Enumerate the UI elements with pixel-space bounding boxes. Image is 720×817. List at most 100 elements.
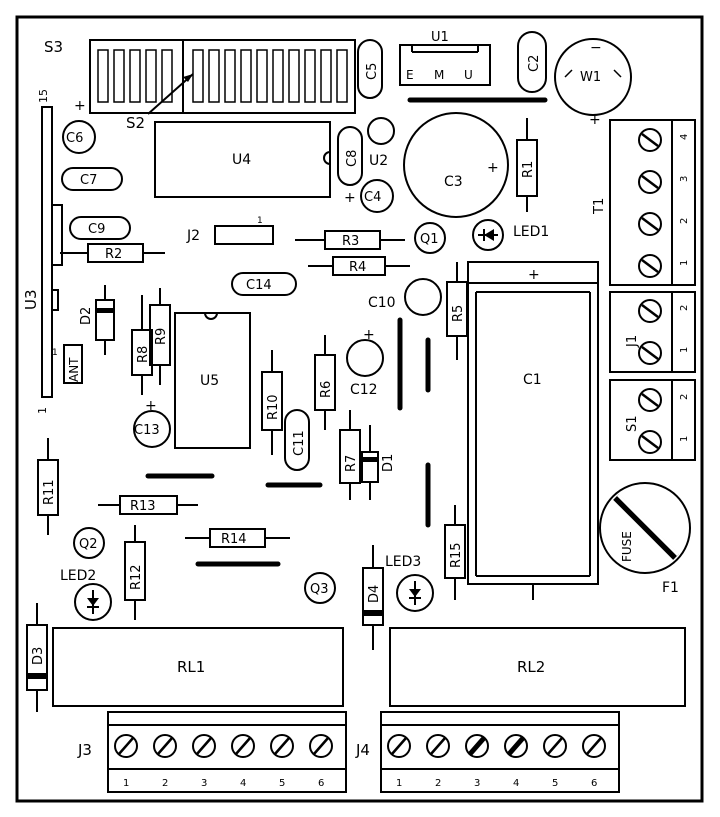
screw-terminal — [638, 170, 662, 194]
svg-text:D1: D1 — [381, 454, 396, 472]
svg-text:C5: C5 — [365, 63, 380, 80]
buzzer-w1: − W1 + — [554, 38, 632, 128]
svg-text:1: 1 — [257, 216, 263, 226]
dip-slot — [192, 49, 204, 103]
label-u1: U1 — [431, 30, 449, 45]
dip-slot — [288, 49, 300, 103]
capacitor-c8: C8 — [337, 126, 363, 186]
svg-text:C13: C13 — [134, 423, 160, 438]
dip-slot — [336, 49, 348, 103]
svg-text:J2: J2 — [186, 228, 200, 244]
svg-text:R5: R5 — [451, 305, 466, 322]
svg-text:R4: R4 — [349, 260, 366, 275]
svg-text:C6: C6 — [66, 131, 83, 146]
screw-terminal — [638, 388, 662, 412]
led-led2: LED2 — [60, 568, 112, 621]
svg-text:Q3: Q3 — [310, 582, 329, 597]
dip-slot — [97, 49, 109, 103]
svg-text:R6: R6 — [319, 381, 334, 398]
svg-text:J1: J1 — [625, 335, 640, 348]
screw-terminal — [231, 734, 255, 758]
svg-text:+: + — [363, 327, 375, 343]
resistor-r1: R1 — [516, 118, 538, 212]
capacitor-c11: C11 — [284, 409, 310, 471]
dip-slot — [272, 49, 284, 103]
resistor-r7: R7 — [339, 410, 361, 500]
pin-label: 4 — [513, 778, 519, 789]
svg-text:C7: C7 — [80, 173, 97, 188]
svg-text:C9: C9 — [88, 222, 105, 237]
pin-label: 1 — [396, 778, 402, 789]
pin-label: 1 — [123, 778, 129, 789]
pin-label: 6 — [591, 778, 597, 789]
capacitor-c1: + C1 — [467, 261, 599, 600]
svg-text:U: U — [464, 68, 473, 82]
svg-text:M: M — [434, 68, 444, 82]
pin-label: 2 — [679, 394, 690, 400]
svg-text:Q1: Q1 — [420, 232, 439, 247]
pin-label: 2 — [679, 305, 690, 311]
screw-terminal — [153, 734, 177, 758]
svg-text:+: + — [74, 98, 86, 114]
resistor-r6: R6 — [314, 335, 336, 430]
svg-text:+: + — [487, 160, 499, 176]
module-u3: 15 1 U3 — [22, 89, 63, 414]
svg-text:C14: C14 — [246, 278, 272, 293]
terminal-j1: J1 21 — [609, 291, 696, 373]
svg-text:D4: D4 — [367, 585, 382, 603]
svg-text:C8: C8 — [345, 150, 360, 167]
capacitor-c13: + C13 — [133, 398, 171, 448]
svg-text:R1: R1 — [521, 161, 536, 178]
pin-label: 4 — [679, 134, 690, 140]
svg-text:R11: R11 — [42, 479, 57, 505]
resistor-r9: R9 — [149, 288, 171, 385]
resistor-r8: R8 — [131, 295, 153, 395]
pin-label: 5 — [279, 778, 285, 789]
capacitor-c7: C7 — [61, 167, 123, 191]
transistor-q1: Q1 — [414, 222, 446, 254]
screw-terminal — [582, 734, 606, 758]
svg-text:J3: J3 — [77, 741, 92, 759]
svg-text:LED3: LED3 — [385, 554, 421, 570]
screw-terminal — [504, 734, 528, 758]
ic-u4: U4 — [154, 121, 331, 198]
screw-terminal — [270, 734, 294, 758]
switch-s3: S3 — [44, 38, 356, 114]
dip-slot — [161, 49, 173, 103]
svg-text:LED1: LED1 — [513, 224, 549, 240]
capacitor-c9: C9 — [69, 216, 131, 240]
svg-text:−: − — [590, 40, 602, 56]
svg-text:C2: C2 — [527, 55, 542, 72]
label-u5: U5 — [200, 373, 219, 389]
svg-text:D2: D2 — [79, 307, 94, 325]
svg-text:D3: D3 — [31, 647, 46, 665]
board-outline — [15, 15, 704, 803]
connector-j2: J2 1 — [186, 216, 274, 245]
capacitor-c4: + C4 — [344, 179, 394, 213]
pin-label: 3 — [201, 778, 207, 789]
diode-d4: D4 — [362, 545, 384, 650]
label-s2: S2 — [126, 114, 145, 132]
capacitor-c5: C5 — [357, 39, 383, 99]
pin-label: 3 — [474, 778, 480, 789]
svg-text:+: + — [589, 112, 601, 128]
svg-text:R14: R14 — [221, 532, 247, 547]
screw-terminal — [638, 254, 662, 278]
screw-terminal — [465, 734, 489, 758]
svg-text:+: + — [145, 398, 157, 414]
svg-text:ANT: ANT — [67, 357, 81, 382]
svg-text:RL1: RL1 — [177, 658, 205, 676]
sensor-u2: U2 — [367, 117, 395, 169]
capacitor-c14: C14 — [231, 272, 297, 296]
svg-text:1: 1 — [52, 348, 58, 358]
svg-text:C4: C4 — [364, 190, 381, 205]
dip-slot — [240, 49, 252, 103]
dip-slot — [304, 49, 316, 103]
svg-text:R10: R10 — [266, 394, 281, 420]
svg-text:1: 1 — [36, 407, 49, 414]
svg-text:RL2: RL2 — [517, 658, 545, 676]
resistor-r15: R15 — [444, 505, 466, 600]
label-u3: U3 — [22, 289, 40, 310]
